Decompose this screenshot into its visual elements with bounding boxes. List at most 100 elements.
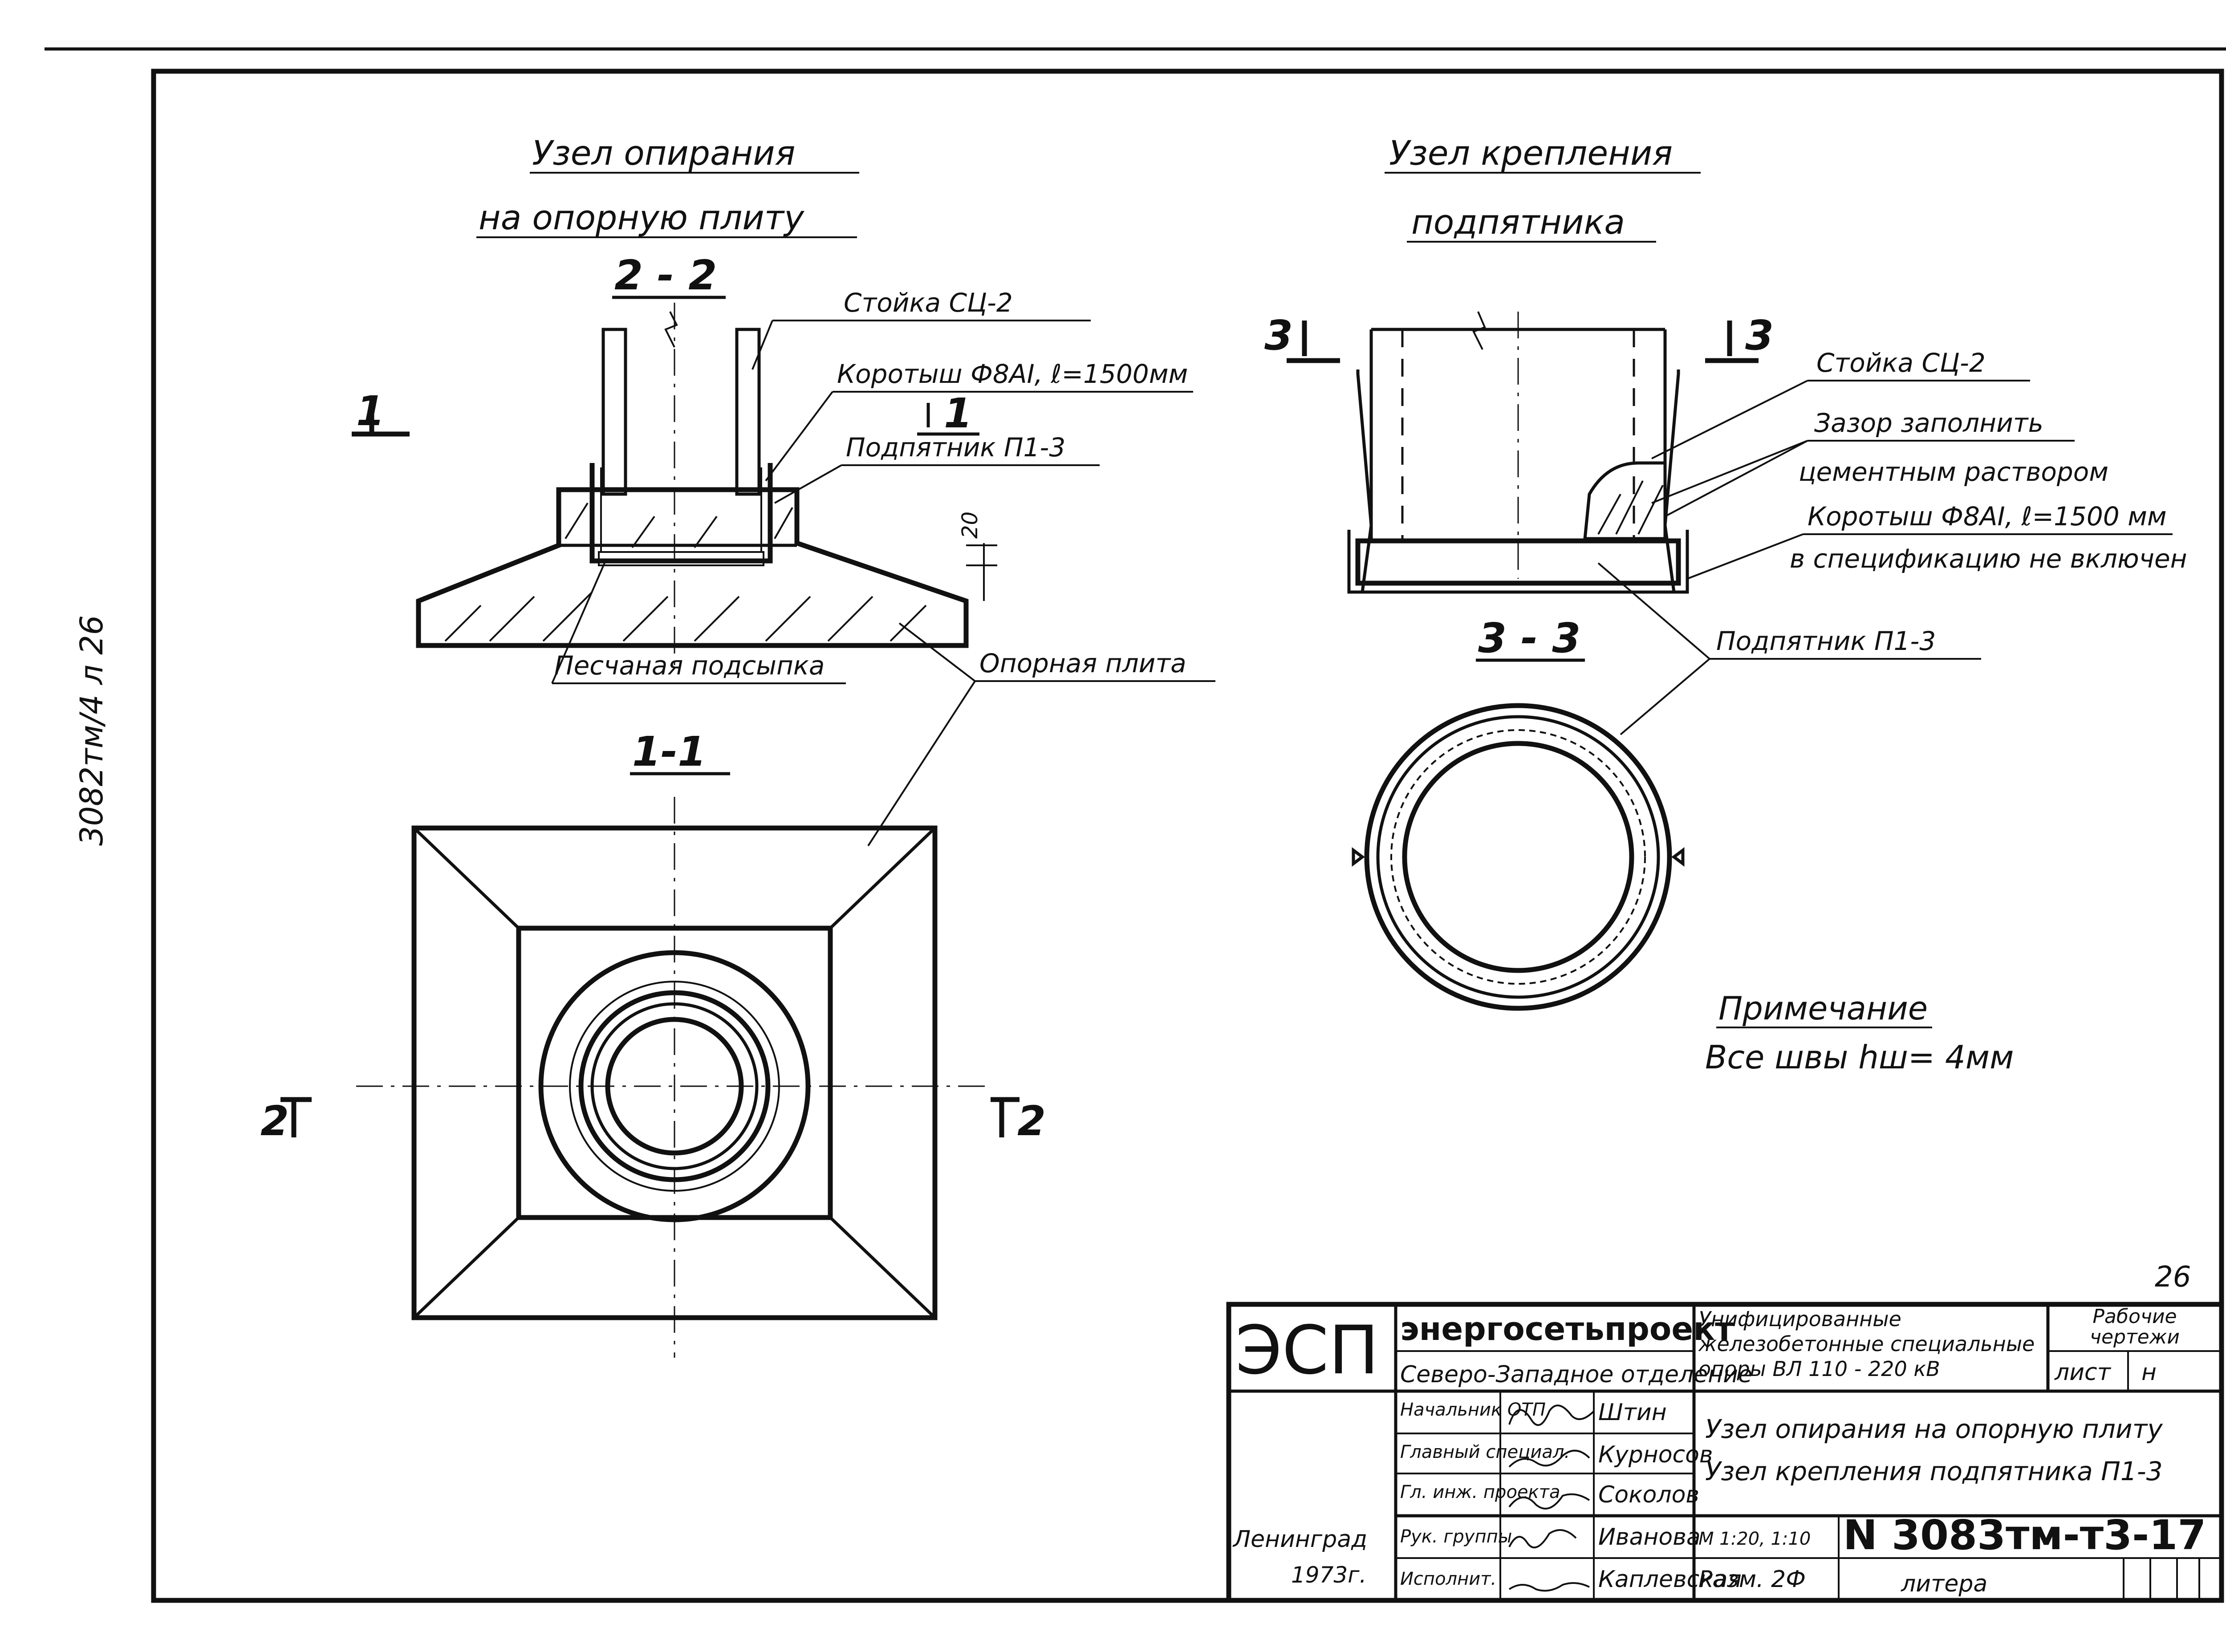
callout-zazor-leader2 xyxy=(1651,440,1808,504)
cement-grout xyxy=(1583,461,1667,540)
callout-korotysh-leader xyxy=(765,391,833,482)
callout-stoyka-left: Стойка СЦ-2 xyxy=(844,288,1013,318)
plan-slope-tr xyxy=(829,827,936,930)
section-2-2-label: 2 - 2 xyxy=(614,252,717,299)
podpyatnik-bowl xyxy=(589,463,773,564)
sheet-label: лист xyxy=(2054,1359,2112,1386)
role-1: Начальник ОТП xyxy=(1400,1400,1546,1420)
plan-slope-br xyxy=(829,1216,936,1319)
concrete-hatching xyxy=(444,502,927,642)
org-branch: Северо-Западное отделение xyxy=(1400,1361,1752,1388)
korotysh-lug-left xyxy=(1352,847,1365,867)
name-3: Соколов xyxy=(1598,1482,1699,1508)
note-block: Примечание Все швы hш= 4мм xyxy=(1705,990,2014,1076)
left-title-line1: Узел опирания xyxy=(532,133,795,173)
section-3-3-label: 3 - 3 xyxy=(1478,614,1580,662)
callout-plita-leader-section xyxy=(898,622,976,682)
left-view: Узел опирания на опорную плиту 2 - 2 1 xyxy=(260,133,1215,1358)
callout-pesok: Песчаная подсыпка xyxy=(554,650,825,681)
plan-socket-ring xyxy=(569,981,780,1192)
signatures xyxy=(1508,1404,1595,1592)
sheet-frame xyxy=(151,69,2224,1603)
podpyatnik-rim xyxy=(1347,530,1689,594)
note-title: Примечание xyxy=(1718,990,1928,1027)
role-2: Главный специал. xyxy=(1400,1442,1570,1462)
column-break-mark xyxy=(664,311,678,348)
scale: М 1:20, 1:10 xyxy=(1698,1529,1811,1549)
callout-podpyatnik-right-leader1 xyxy=(1597,562,1710,660)
callout-podpyatnik-right: Подпятник П1-3 xyxy=(1716,626,1936,656)
callout-stoyka-right: Стойка СЦ-2 xyxy=(1816,348,1986,378)
callout-pesok-leader xyxy=(551,560,606,684)
role-3: Гл. инж. проекта xyxy=(1400,1482,1560,1502)
callout-korotysh-right-leader xyxy=(1687,533,1804,580)
left-title-line2: на опорную плиту xyxy=(479,198,804,237)
stage-box: Рабочие чертежи xyxy=(2090,1307,2180,1348)
podpyatnik-plate xyxy=(1355,538,1681,586)
role-5: Исполнит. xyxy=(1400,1569,1496,1589)
plan-1-1-label: 1-1 xyxy=(632,728,706,775)
section-3-3-column-inner xyxy=(1402,741,1634,973)
callout-korotysh-right: Коротыш Ф8AI, ℓ=1500 мм xyxy=(1808,501,2167,532)
name-5: Каплевская xyxy=(1598,1566,1742,1593)
column-break-mark-right xyxy=(1472,311,1486,350)
plan-cut-right-label: 2 xyxy=(1017,1097,1046,1145)
cut-3-left-label: 3 xyxy=(1264,312,1293,359)
callout-stoyka-leader xyxy=(751,320,773,370)
plan-cut-left-label: 2 xyxy=(260,1097,289,1145)
support-plate-section xyxy=(416,487,969,648)
callout-plita-leader-plan xyxy=(867,680,976,847)
plan-column-inner xyxy=(605,1017,744,1156)
callout-podpyatnik-right-leader2 xyxy=(1620,658,1710,735)
korotysh-left xyxy=(1356,369,1373,593)
page-number: 26 xyxy=(2155,1261,2191,1294)
drawing-title-line2: Узел крепления подпятника П1-3 xyxy=(1705,1456,2163,1486)
right-title-line2: подпятника xyxy=(1411,202,1625,242)
callout-korotysh-left: Коротыш Ф8AI, ℓ=1500мм xyxy=(837,359,1188,389)
sheet-value: н xyxy=(2141,1359,2157,1386)
margin-note: 3082тм/4 л 26 xyxy=(73,615,110,846)
callout-zazor-line2: цементным раствором xyxy=(1799,457,2108,487)
note-text: Все швы hш= 4мм xyxy=(1705,1039,2014,1076)
size: Разм. 2Ф xyxy=(1698,1566,1806,1593)
column-wall-left xyxy=(601,328,627,496)
logo-esp: ЭСП xyxy=(1235,1312,1379,1389)
column-wall-right xyxy=(735,328,761,496)
project-title-box: Унифицированные железобетонные специальн… xyxy=(1698,1307,2035,1381)
plan-slope-tl xyxy=(413,827,520,930)
plan-slope-bl xyxy=(413,1216,520,1319)
callout-zazor-leader1 xyxy=(1665,440,1808,517)
right-view: Узел крепления подпятника 3 3 xyxy=(1264,133,2187,1011)
korotysh-right xyxy=(1663,369,1680,593)
callout-stoyka-right-leader xyxy=(1651,380,1808,459)
title-block: ЭСП энергосетьпроект Северо-Западное отд… xyxy=(1226,1302,2224,1603)
callout-podpyatnik-left: Подпятник П1-3 xyxy=(846,432,1065,463)
dimension-20: 20 xyxy=(958,511,983,539)
callout-plita: Опорная плита xyxy=(979,648,1186,678)
title-block-frame xyxy=(1226,1302,2224,1603)
year: 1973г. xyxy=(1291,1562,1366,1588)
name-1: Штин xyxy=(1598,1399,1667,1426)
right-title-line1: Узел крепления xyxy=(1389,133,1673,173)
name-4: Иванова xyxy=(1598,1524,1701,1551)
callout-podpyatnik-leader xyxy=(774,464,842,504)
section-3-3-concrete-ring xyxy=(1390,729,1646,985)
sand-bedding xyxy=(598,551,764,566)
korotysh-lug-right xyxy=(1671,847,1685,867)
plan-column-outer xyxy=(578,990,771,1182)
city: Ленинград xyxy=(1232,1526,1367,1553)
project-title: Унифицированные железобетонные специальн… xyxy=(1698,1307,2035,1381)
org-name: энергосетьпроект xyxy=(1400,1310,1734,1348)
stage-label: Рабочие чертежи xyxy=(2090,1307,2180,1348)
cut-3-right-label: 3 xyxy=(1745,312,1774,359)
section-3-3-outer xyxy=(1364,703,1672,1011)
role-4: Рук. группы xyxy=(1400,1526,1512,1547)
grout-hatching xyxy=(1597,480,1664,535)
plan-podpyatnik-outer xyxy=(538,950,811,1222)
plan-column-ring xyxy=(590,1002,759,1170)
litera-label: литера xyxy=(1901,1571,1987,1597)
name-2: Курносов xyxy=(1598,1441,1713,1468)
callout-zazor-line1: Зазор заполнить xyxy=(1814,408,2043,438)
cut-marker-1-center: 1 xyxy=(944,390,972,437)
